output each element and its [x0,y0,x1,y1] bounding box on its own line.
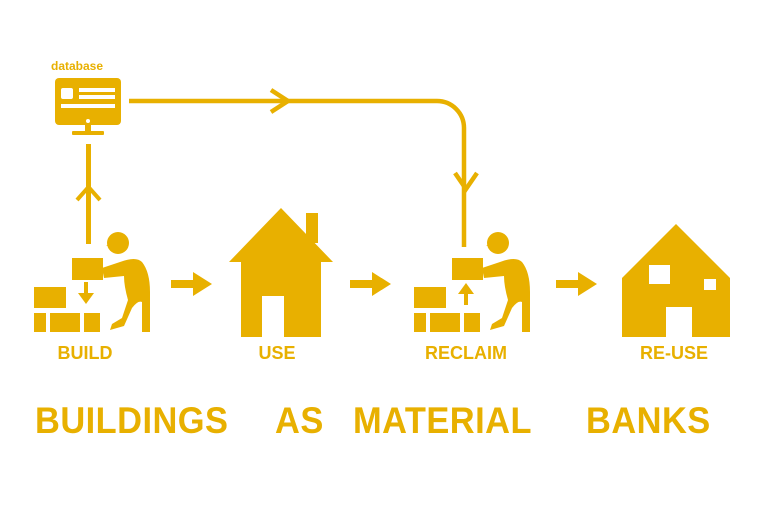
title-word-banks: BANKS [586,400,711,441]
stage-label-reclaim: RECLAIM [425,343,507,363]
arrow-build-to-use-icon [171,272,212,296]
database-to-reclaim-arrow-icon [129,88,479,247]
reuse-house-icon [622,224,730,337]
database-label: database [51,59,104,73]
build-to-database-arrow-icon [75,144,102,244]
stage-label-reuse: RE-USE [639,343,708,363]
arrow-reclaim-to-reuse-icon [556,272,597,296]
title-word-as: AS [275,400,324,441]
reclaim-worker-icon [414,232,530,332]
title-word-material: MATERIAL [353,400,532,441]
arrow-use-to-reclaim-icon [350,272,391,296]
stage-label-build: BUILD [57,343,113,363]
use-house-icon [229,208,333,337]
stage-label-use: USE [258,343,296,363]
title-word-buildings: BUILDINGS [35,400,229,441]
database-monitor-icon [55,78,121,135]
build-worker-icon [34,232,150,332]
